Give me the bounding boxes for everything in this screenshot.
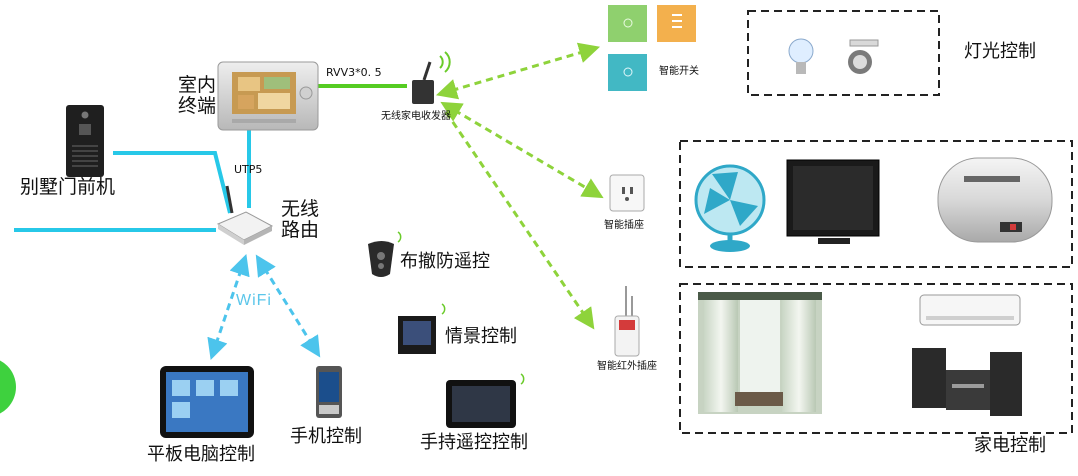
scene-control-device — [398, 303, 446, 354]
tv-device — [786, 159, 880, 244]
curtain-scene — [698, 292, 822, 414]
tablet-control-label: 平板电脑控制 — [147, 444, 255, 465]
link-to-ir-socket — [444, 111, 595, 330]
appliance-zone-top — [679, 140, 1073, 268]
light-devices — [788, 38, 879, 74]
light-control-label: 灯光控制 — [964, 41, 1036, 62]
smart-socket-device — [609, 174, 645, 212]
indoor-terminal-device — [217, 61, 319, 131]
wifi-label: WiFi — [236, 292, 272, 309]
handheld-remote-label: 手持遥控控制 — [420, 432, 528, 453]
link-to-socket — [440, 101, 604, 199]
villa-door-label: 别墅门前机 — [20, 176, 116, 198]
link-to-switch — [435, 42, 601, 100]
indoor-terminal-label: 室内 终端 — [178, 75, 216, 117]
door-station-cable — [113, 151, 232, 214]
fan-device — [694, 164, 766, 252]
door-station-device — [66, 105, 104, 177]
appliance-zone-bottom — [679, 283, 1073, 434]
smart-socket-label: 智能插座 — [604, 220, 644, 231]
hifi-device — [912, 348, 1022, 416]
rvv-cable-label: RVV3*0. 5 — [326, 66, 382, 79]
light-zone — [747, 10, 940, 96]
appliance-control-label: 家电控制 — [974, 435, 1046, 456]
arm-remote-device — [368, 231, 402, 277]
transceiver-label: 无线家电收发器 — [381, 111, 451, 122]
phone-device — [316, 366, 342, 418]
air-conditioner-device — [919, 294, 1021, 326]
utp-cable-label: UTP5 — [234, 163, 263, 176]
zone-frames — [679, 10, 1073, 434]
scene-control-label: 情景控制 — [445, 326, 517, 347]
phone-control-label: 手机控制 — [290, 426, 362, 447]
ir-socket-label: 智能红外插座 — [597, 361, 657, 372]
wired-cables — [14, 130, 251, 232]
router-label-line1: 无线 — [281, 198, 320, 220]
ir-socket-device — [614, 286, 640, 357]
edge-green-circle — [0, 360, 16, 414]
router-label: 无线 路由 — [281, 199, 319, 241]
tablet-device — [160, 366, 254, 438]
smart-switch-label: 智能开关 — [659, 66, 699, 77]
link-to-tablet — [207, 254, 250, 360]
router-device — [216, 185, 274, 245]
indoor-terminal-label-line1: 室内 — [178, 74, 217, 96]
water-heater-device — [937, 157, 1053, 243]
wireless-green-links — [435, 42, 604, 330]
arm-remote-label: 布撤防遥控 — [400, 251, 490, 272]
transceiver-device — [412, 51, 451, 104]
link-to-phone — [255, 254, 321, 358]
indoor-terminal-label-line2: 终端 — [178, 94, 217, 117]
wireless-blue-links — [207, 254, 321, 360]
smart-switch-panels — [608, 5, 696, 91]
router-label-line2: 路由 — [281, 218, 320, 241]
handheld-remote-device — [446, 373, 525, 428]
